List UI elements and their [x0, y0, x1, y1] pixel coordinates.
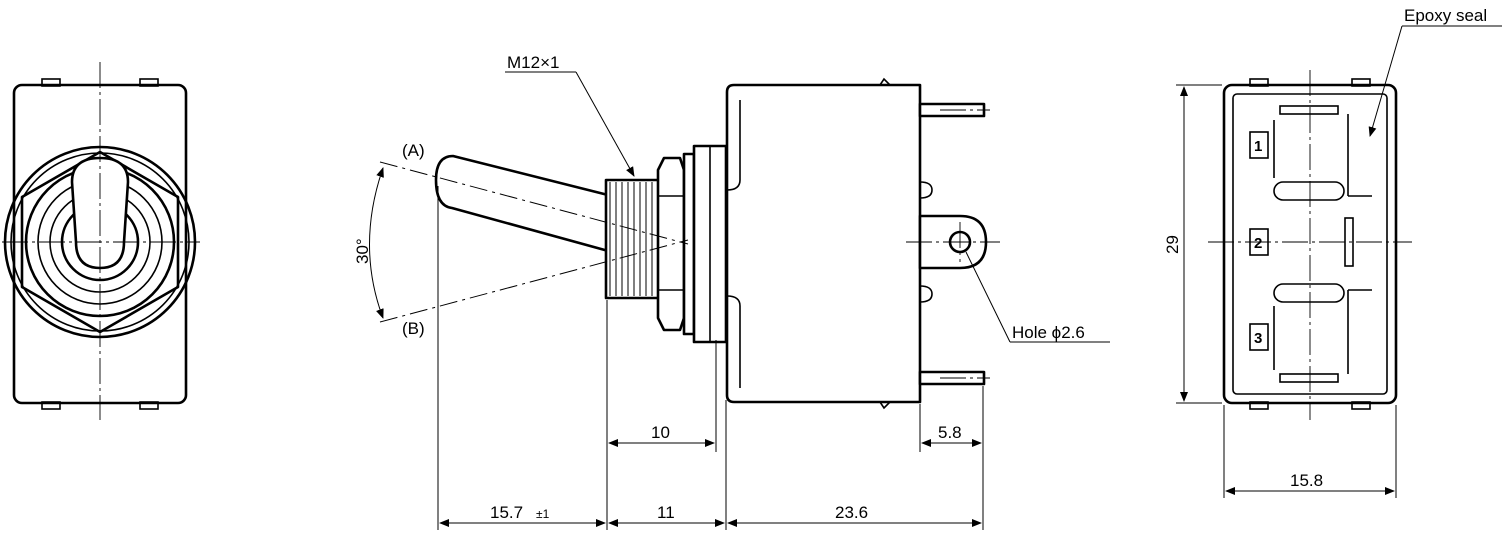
side-body	[725, 83, 922, 404]
position-a-label: (A)	[402, 141, 425, 160]
side-dimensions	[437, 186, 984, 530]
dim-lever-tolerance: ±1	[536, 507, 550, 521]
front-tab-bottom-left	[41, 401, 61, 410]
side-lever	[434, 154, 614, 254]
dim-bushing-11: 11	[657, 503, 675, 522]
epoxy-label: Epoxy seal	[1404, 6, 1487, 25]
side-washer	[682, 152, 696, 336]
terminal-number-1: 1	[1254, 138, 1262, 155]
front-tab-top-left	[41, 78, 61, 87]
side-nut	[656, 156, 686, 332]
dim-height-29: 29	[1163, 235, 1182, 254]
front-view	[2, 62, 200, 420]
front-tab-bottom-right	[139, 401, 159, 410]
rear-dimensions	[1176, 84, 1397, 498]
dim-lever-15-7: 15.7	[490, 503, 523, 522]
front-tab-top-right	[139, 78, 159, 87]
angle-arc	[369, 167, 384, 319]
hole-label: Hole ϕ2.6	[1012, 323, 1085, 342]
dim-width-15-8: 15.8	[1290, 471, 1323, 490]
terminal-number-2: 2	[1254, 235, 1262, 252]
position-b-label: (B)	[402, 319, 425, 338]
terminal-number-3: 3	[1254, 330, 1262, 347]
dim-terminal-5-8: 5.8	[938, 423, 962, 442]
dim-bushing-10: 10	[651, 423, 670, 442]
rear-view	[1208, 70, 1412, 420]
thread-leader	[575, 71, 635, 177]
dim-body-23-6: 23.6	[835, 503, 868, 522]
side-view	[369, 77, 1000, 410]
thread-label: M12×1	[507, 53, 559, 72]
angle-label: 30°	[353, 238, 372, 264]
hole-leader	[965, 251, 1011, 343]
epoxy-leader	[1368, 25, 1403, 137]
